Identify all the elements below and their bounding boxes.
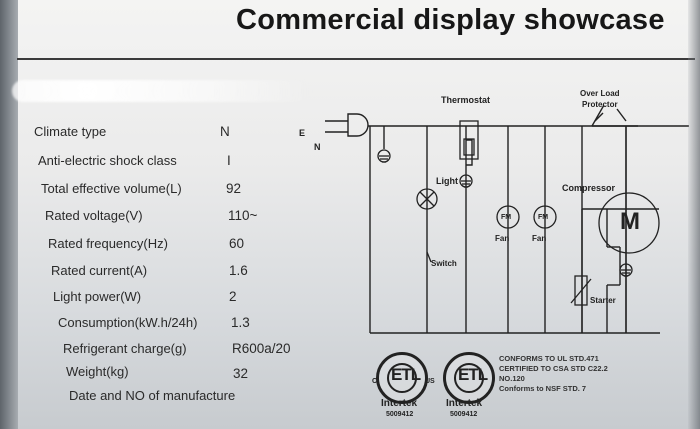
spec-label-total-volume: Total effective volume(L) — [41, 181, 182, 196]
fan-motor-symbol-2: FM — [538, 214, 549, 221]
etl-logo-right-mark: ETL — [458, 365, 488, 384]
overload-label-line2: Protector — [582, 100, 618, 109]
spec-label-refrigerant-charge: Refrigerant charge(g) — [63, 341, 187, 356]
page-title: Commercial display showcase — [236, 4, 665, 36]
spec-value-consumption: 1.3 — [231, 315, 250, 330]
etl-logo-left: ETL — [376, 352, 428, 404]
etl-logo-right: ETL — [443, 352, 495, 404]
fan-label-1: Fan — [495, 234, 510, 243]
spec-label-rated-frequency: Rated frequency(Hz) — [48, 236, 168, 251]
switch-label: Switch — [431, 259, 457, 268]
spec-value-rated-current: 1.6 — [229, 263, 248, 278]
spec-value-rated-voltage: 110~ — [228, 208, 258, 223]
compliance-text: CONFORMS TO UL STD.471 CERTIFIED TO CSA … — [499, 354, 649, 394]
header-divider — [17, 58, 695, 60]
etl-left-us-mark: US — [425, 378, 435, 385]
wiring-diagram: E N Thermostat Over Load Protector Light… — [290, 85, 695, 335]
etl-left-canada-mark: C — [372, 378, 378, 385]
specifications-panel: Climate type N Anti-electric shock class… — [0, 0, 320, 429]
fan-label-2: Fan — [532, 234, 547, 243]
spec-label-date-and-no: Date and NO of manufacture — [69, 388, 236, 403]
etl-right-brand: Intertek — [446, 398, 483, 409]
etl-logo-right-inner-ring — [454, 363, 484, 393]
etl-logo-left-mark: ETL — [391, 365, 421, 384]
etl-logo-left-inner-ring — [387, 363, 417, 393]
spec-value-shock-class: I — [227, 153, 231, 168]
thermostat-label: Thermostat — [441, 95, 491, 105]
spec-value-light-power: 2 — [229, 289, 237, 304]
light-label: Light — [436, 176, 458, 186]
wiring-diagram-svg — [325, 104, 689, 334]
spec-label-climate-type: Climate type — [34, 124, 107, 139]
spec-label-rated-voltage: Rated voltage(V) — [45, 208, 143, 223]
diagram-label-n: N — [314, 142, 321, 152]
spec-value-total-volume: 92 — [226, 181, 242, 196]
compliance-line-3: NO.120 — [499, 374, 525, 383]
etl-left-code: 5009412 — [386, 411, 414, 418]
spec-value-climate-type: N — [220, 124, 230, 139]
compressor-label: Compressor — [562, 183, 616, 193]
spec-label-shock-class: Anti-electric shock class — [38, 153, 177, 168]
glare-highlight — [12, 80, 312, 102]
spec-value-weight: 32 — [233, 366, 249, 381]
compressor-motor-symbol: M — [620, 208, 640, 235]
spec-label-weight: Weight(kg) — [66, 364, 129, 379]
starter-label: Starter — [590, 296, 616, 305]
diagram-label-e: E — [299, 128, 306, 138]
etl-left-brand: Intertek — [381, 398, 418, 409]
spec-label-consumption: Consumption(kW.h/24h) — [58, 315, 198, 330]
etl-right-code: 5009412 — [450, 411, 478, 418]
overload-label-line1: Over Load — [580, 89, 620, 98]
spec-value-rated-frequency: 60 — [229, 236, 245, 251]
compliance-line-1: CONFORMS TO UL STD.471 — [499, 354, 599, 363]
spec-label-light-power: Light power(W) — [53, 289, 142, 304]
compliance-line-2: CERTIFIED TO CSA STD C22.2 — [499, 364, 608, 373]
fan-motor-symbol-1: FM — [501, 214, 512, 221]
compliance-line-4: Conforms to NSF STD. 7 — [499, 384, 587, 393]
spec-label-rated-current: Rated current(A) — [51, 263, 148, 278]
spec-value-refrigerant-charge: R600a/20 — [232, 341, 291, 356]
